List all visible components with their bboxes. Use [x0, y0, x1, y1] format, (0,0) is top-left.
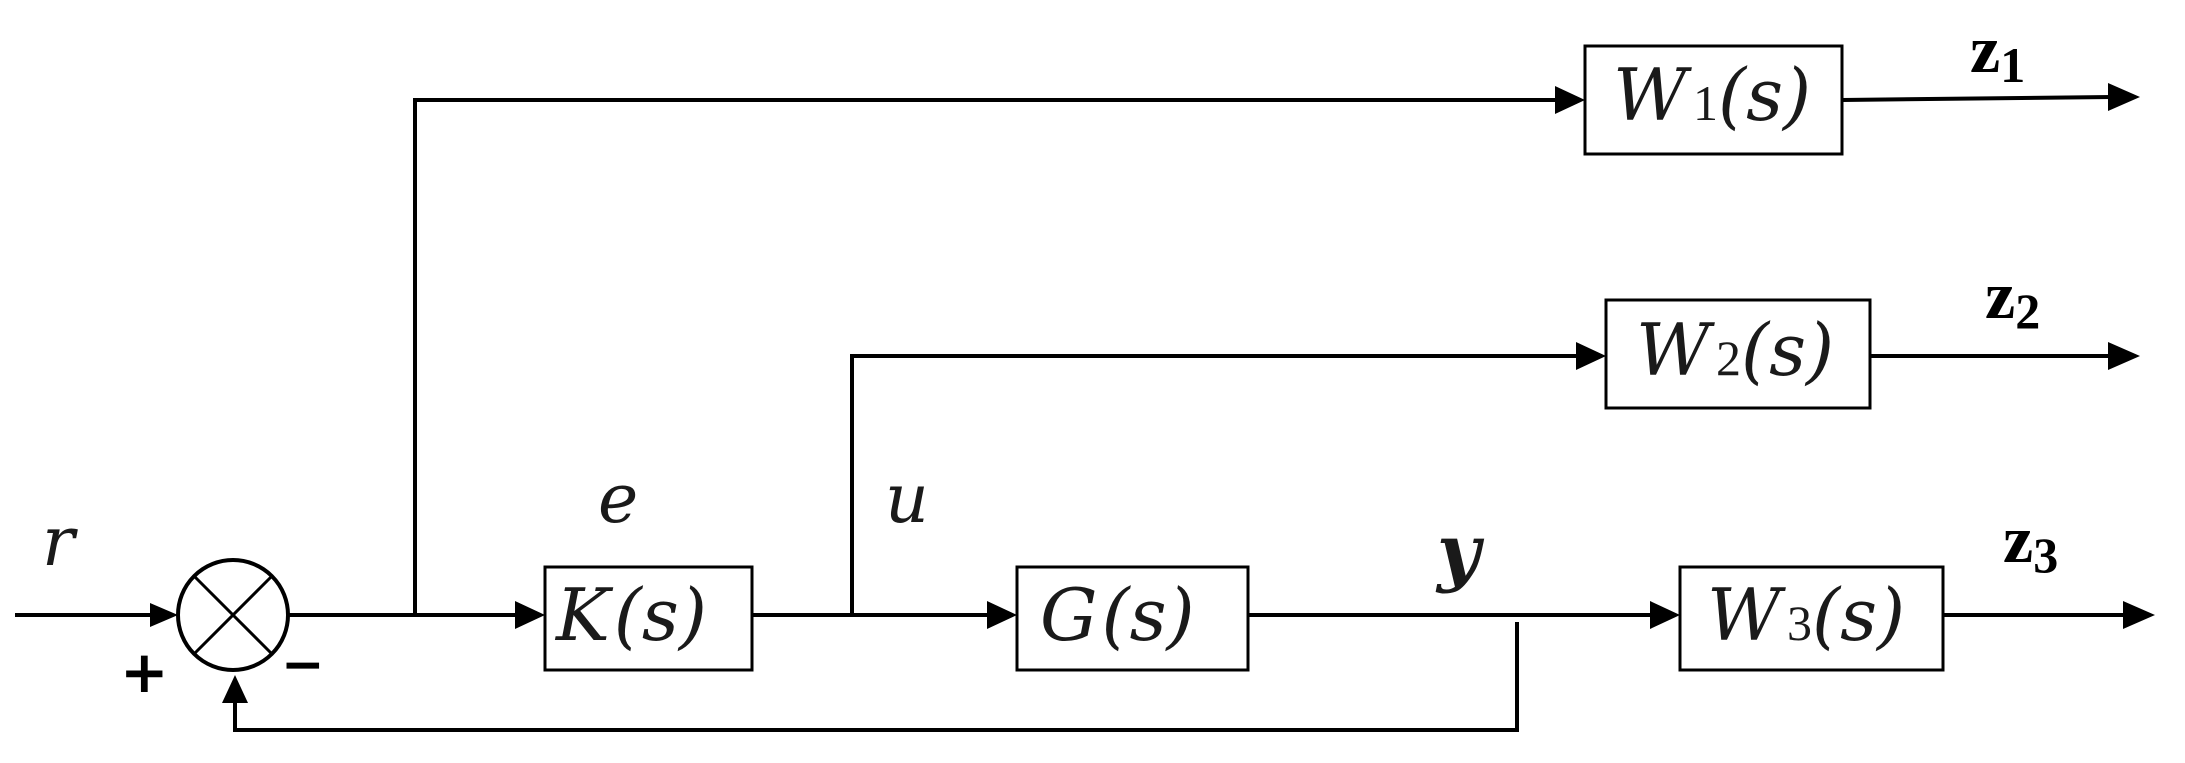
block-k-label: K(s): [554, 573, 707, 657]
block-g-label: G(s): [1040, 573, 1195, 657]
minus-sign: −: [281, 635, 325, 695]
block-w1-letter: W: [1613, 53, 1692, 137]
block-k-box: [543, 565, 754, 672]
signal-y: y: [1435, 509, 1485, 595]
signal-z1-index: 1: [2000, 37, 2025, 93]
block-w2-letter: W: [1636, 308, 1715, 392]
block-w3-box: [1678, 565, 1945, 672]
arrowhead-w3-in: [1650, 601, 1680, 629]
block-k-letter: K: [554, 573, 614, 657]
signal-z1-letter: z: [1970, 11, 2000, 87]
arrowhead-z2: [2108, 342, 2140, 370]
summing-junction: + −: [120, 558, 325, 706]
arrowhead-e: [515, 601, 545, 629]
plus-sign: +: [120, 638, 169, 706]
signal-z2-index: 2: [2015, 283, 2040, 339]
block-w1-arg: (s): [1718, 53, 1811, 137]
arrowhead-feedback: [222, 675, 248, 703]
block-w3-arg: (s): [1812, 573, 1905, 657]
block-w3-index: 3: [1787, 595, 1812, 651]
block-g-letter: G: [1040, 573, 1098, 657]
block-w1-box: [1583, 44, 1844, 156]
arrowheads: [150, 83, 2155, 703]
signal-z2-letter: z: [1985, 257, 2015, 333]
summing-junction-cross-b: [192, 574, 274, 656]
signal-z3-index: 3: [2033, 527, 2058, 583]
block-g-box: [1015, 565, 1250, 672]
arrowhead-r: [150, 603, 178, 627]
signal-z3-letter: z: [2003, 501, 2033, 577]
signal-r: r: [42, 503, 78, 582]
wire-e-to-w1: [413, 98, 1563, 615]
signal-e: e: [598, 460, 638, 539]
block-w2-index: 2: [1716, 330, 1741, 386]
block-g: G(s): [1015, 565, 1250, 672]
arrowhead-w1-in: [1555, 86, 1585, 114]
arrowhead-u: [987, 601, 1017, 629]
block-k-arg: (s): [614, 573, 707, 657]
wire-z1-output: [1841, 95, 2113, 102]
signal-labels: r e u y z1 z2 z3: [42, 11, 2058, 595]
block-w2-box: [1604, 298, 1872, 410]
signal-z2: z2: [1985, 257, 2040, 339]
arrowhead-z1: [2108, 83, 2140, 111]
arrowhead-z3: [2123, 601, 2155, 629]
block-k: K(s): [543, 565, 754, 672]
signal-z1: z1: [1970, 11, 2025, 93]
arrowhead-w2-in: [1576, 342, 1606, 370]
wires: [15, 95, 2123, 732]
signal-u: u: [885, 460, 929, 539]
block-w2-arg: (s): [1741, 308, 1834, 392]
wire-feedback-y: [233, 622, 1519, 732]
block-w1-index: 1: [1693, 75, 1718, 131]
block-g-arg: (s): [1102, 573, 1195, 657]
wire-u-to-w2: [850, 354, 1585, 615]
signal-z3: z3: [2003, 501, 2058, 583]
block-w3-letter: W: [1707, 573, 1786, 657]
